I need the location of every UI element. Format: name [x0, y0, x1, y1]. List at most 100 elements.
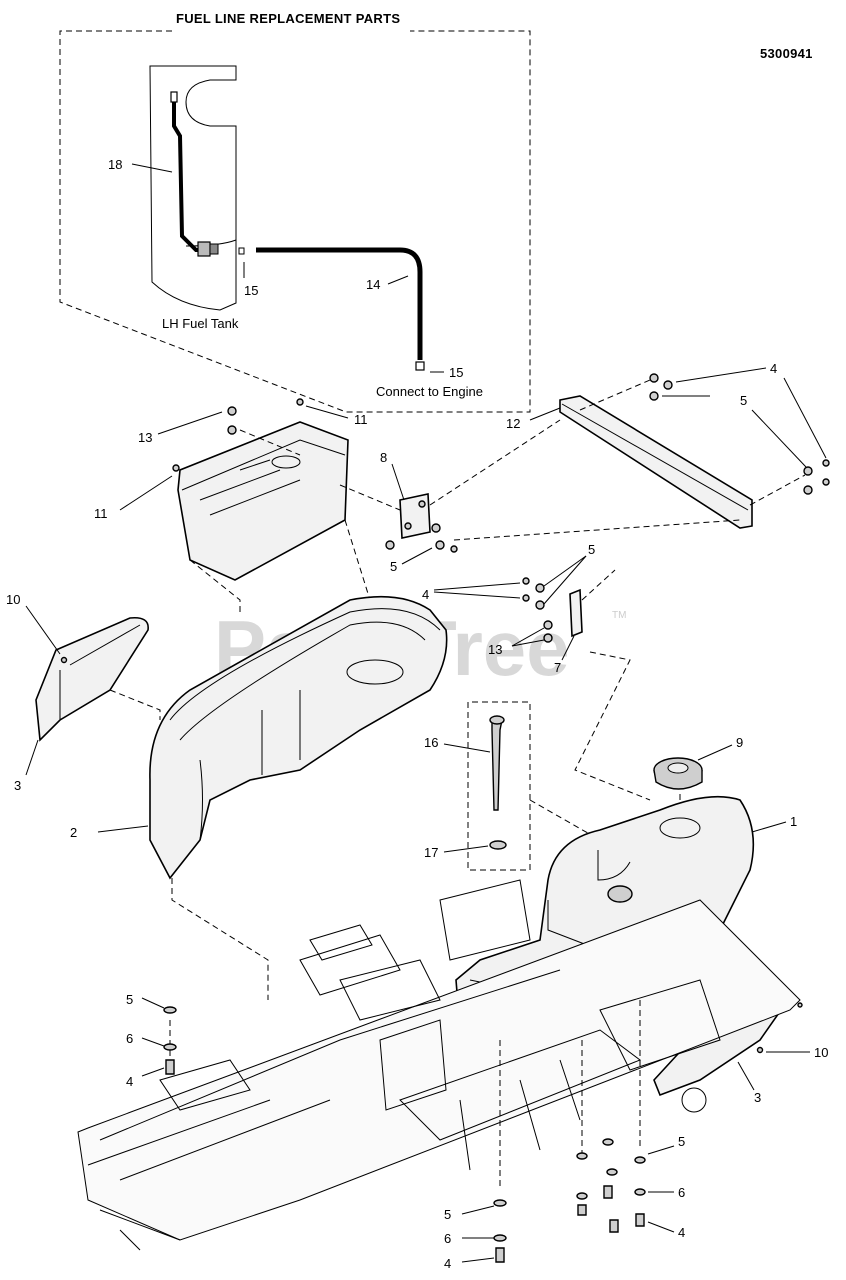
- bracket-8-shape: [399, 493, 431, 539]
- bolt-right-1: [577, 1204, 587, 1216]
- fuel-line-inset: FUEL LINE REPLACEMENT PARTS 18 15 14 15 …: [59, 11, 531, 413]
- washer-8: [431, 523, 441, 533]
- screw-10-right-2: [797, 1002, 803, 1008]
- callout-13a: 13: [138, 430, 152, 445]
- watermark-tm: TM: [612, 610, 626, 621]
- leader-4b: [783, 377, 827, 459]
- connect-engine-label: Connect to Engine: [376, 384, 483, 399]
- washer-5-right: [803, 466, 813, 476]
- bolt-4-center: [495, 1247, 505, 1263]
- washer-7: [535, 583, 545, 593]
- frame-pivot: [379, 1019, 447, 1111]
- leader-4f: [647, 1221, 675, 1233]
- leader-5d-2: [543, 555, 587, 605]
- dipstick-group: [467, 701, 531, 871]
- bracket-12-hardware: [649, 373, 830, 495]
- fuel-tank-1-plug: [607, 885, 633, 903]
- leader-11b: [119, 475, 173, 511]
- callout-17: 17: [424, 845, 438, 860]
- leader-9: [697, 744, 733, 761]
- fuel-tank-2-detail: [261, 690, 301, 775]
- lh-fuel-tank-outline: [149, 65, 237, 311]
- callout-5b: 5: [390, 559, 397, 574]
- nut-13-upper-2: [227, 425, 237, 435]
- leader-4e: [461, 1257, 495, 1263]
- hose-clamp: [238, 247, 245, 255]
- washer-5-top: [649, 391, 659, 401]
- callout-5d: 5: [126, 992, 133, 1007]
- callout-6b: 6: [444, 1231, 451, 1246]
- assembly-line: [749, 474, 806, 506]
- leader-12: [529, 407, 561, 421]
- dipstick-box: [467, 701, 531, 871]
- frame-plate: [299, 934, 401, 996]
- leader-2: [97, 825, 149, 833]
- callout-11a: 11: [354, 412, 368, 427]
- bracket-8-hole-2: [418, 500, 426, 508]
- leader-16: [443, 743, 491, 753]
- callout-6a: 6: [126, 1031, 133, 1046]
- leader-5e: [141, 997, 165, 1009]
- leader-6a: [141, 1037, 165, 1047]
- fuel-tank-1-neck: [659, 817, 701, 839]
- fuel-tank-2: [149, 595, 448, 880]
- bolt-4-right: [822, 459, 830, 467]
- screw-11-upper: [296, 398, 304, 406]
- washer-5-left: [163, 1006, 177, 1014]
- fender-3-left-shape: [35, 616, 149, 742]
- callout-4b: 4: [422, 587, 429, 602]
- assembly-line: [429, 419, 561, 506]
- frame-rear: [599, 979, 721, 1071]
- fuel-cap-9: [653, 757, 703, 790]
- mower-frame: [77, 879, 801, 1251]
- shutoff-valve: [197, 241, 211, 257]
- callout-4c: 4: [126, 1074, 133, 1089]
- bolt-4-left: [165, 1059, 175, 1075]
- bolt-4-top-2: [663, 380, 673, 390]
- fuel-cap-9-center: [667, 762, 689, 774]
- fender-3-left: [35, 616, 149, 742]
- console-cover: [172, 398, 349, 581]
- leader-3b: [737, 1061, 755, 1091]
- leader-5g: [647, 1145, 675, 1155]
- leader-1: [751, 821, 787, 833]
- callout-14: 14: [366, 277, 380, 292]
- fender-3-left-detail: [59, 624, 141, 720]
- bracket-8: [385, 493, 458, 553]
- bolt-4-right-stack: [635, 1213, 645, 1227]
- leader-11a: [305, 405, 349, 419]
- leader-5d: [543, 555, 587, 587]
- assembly-line: [529, 799, 601, 841]
- callout-5a: 5: [740, 393, 747, 408]
- washer-5-right-stack: [634, 1156, 646, 1164]
- dipstick: [491, 719, 503, 811]
- callout-4e: 4: [678, 1225, 685, 1240]
- bolt-8: [450, 545, 458, 553]
- bracket-12-shape: [559, 395, 753, 529]
- console-hole: [271, 455, 301, 469]
- leader-4d: [141, 1067, 165, 1077]
- assembly-line: [339, 484, 401, 511]
- washer-right-2: [576, 1192, 588, 1200]
- bracket-7-shape: [569, 588, 583, 638]
- washer-7-2: [535, 600, 545, 610]
- assembly-line: [189, 559, 241, 615]
- callout-10b: 10: [814, 1045, 828, 1060]
- assembly-line: [581, 569, 616, 601]
- leader-18: [131, 163, 173, 173]
- bolt-7-mid: [522, 594, 530, 602]
- washer-right-1: [576, 1152, 588, 1160]
- spacer-6-right: [634, 1188, 646, 1196]
- bolt-right-2: [603, 1185, 613, 1199]
- bracket-8-hole: [404, 522, 412, 530]
- bolt-right-3: [609, 1219, 619, 1233]
- callout-7: 7: [554, 660, 561, 675]
- leader-13b-2: [511, 639, 545, 647]
- diagram-id: 5300941: [760, 46, 813, 61]
- frame-plate-top: [309, 924, 373, 961]
- callout-8: 8: [380, 450, 387, 465]
- washer-5-center: [493, 1199, 507, 1207]
- hardware-stack-center: [493, 1199, 507, 1263]
- spacer-6-center: [493, 1234, 507, 1242]
